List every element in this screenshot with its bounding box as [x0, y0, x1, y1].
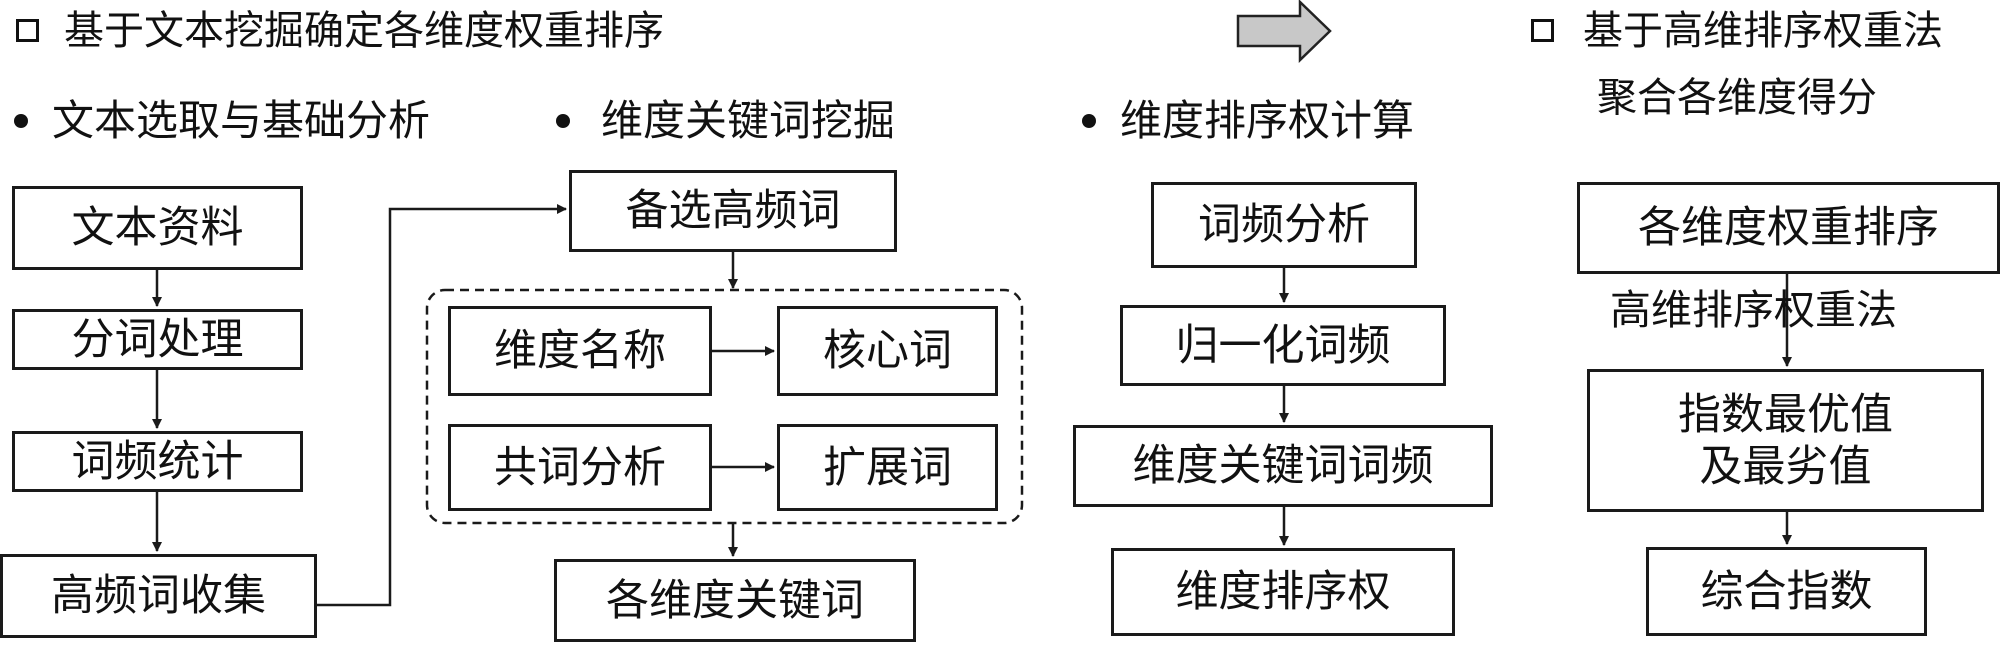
stage3-bullet-icon — [1082, 114, 1096, 128]
word-frequency-analysis: 词频分析 — [1151, 182, 1417, 268]
dimension-name-box: 维度名称 — [448, 306, 712, 396]
stage3-title: 维度排序权计算 — [1120, 96, 1415, 145]
normalized-frequency: 归一化词频 — [1120, 305, 1446, 386]
composite-index: 综合指数 — [1646, 547, 1927, 636]
stage1-title: 文本选取与基础分析 — [52, 96, 431, 145]
header-left-square-icon — [16, 19, 39, 42]
step-word-segmentation: 分词处理 — [12, 309, 303, 370]
dimension-keywords-result: 各维度关键词 — [554, 559, 916, 642]
arrow-collect-to-candidate — [317, 204, 567, 607]
header-left-title: 基于文本挖掘确定各维度权重排序 — [64, 8, 664, 54]
step-text-material: 文本资料 — [12, 186, 303, 270]
dimension-ranking-weight: 维度排序权 — [1111, 548, 1455, 636]
candidate-high-freq-words: 备选高频词 — [569, 170, 897, 252]
header-right-title-line2: 聚合各维度得分 — [1597, 75, 1877, 121]
stage2-bullet-icon — [556, 114, 570, 128]
transition-arrow-icon — [1236, 0, 1332, 63]
dimension-weight-ranking: 各维度权重排序 — [1577, 182, 2000, 274]
stage1-bullet-icon — [14, 114, 28, 128]
core-words-box: 核心词 — [777, 306, 998, 396]
index-best-worst-values: 指数最优值 及最劣值 — [1587, 369, 1984, 512]
header-right-title-line1: 基于高维排序权重法 — [1583, 8, 1943, 54]
step-high-freq-collect: 高频词收集 — [0, 554, 317, 638]
extended-words-box: 扩展词 — [777, 424, 998, 511]
header-right-square-icon — [1531, 19, 1554, 42]
step-word-frequency: 词频统计 — [12, 431, 303, 492]
dimension-keyword-frequency: 维度关键词词频 — [1073, 425, 1493, 507]
cooccurrence-analysis-box: 共词分析 — [448, 424, 712, 511]
stage2-title: 维度关键词挖掘 — [601, 96, 896, 145]
method-label: 高维排序权重法 — [1610, 286, 1897, 334]
